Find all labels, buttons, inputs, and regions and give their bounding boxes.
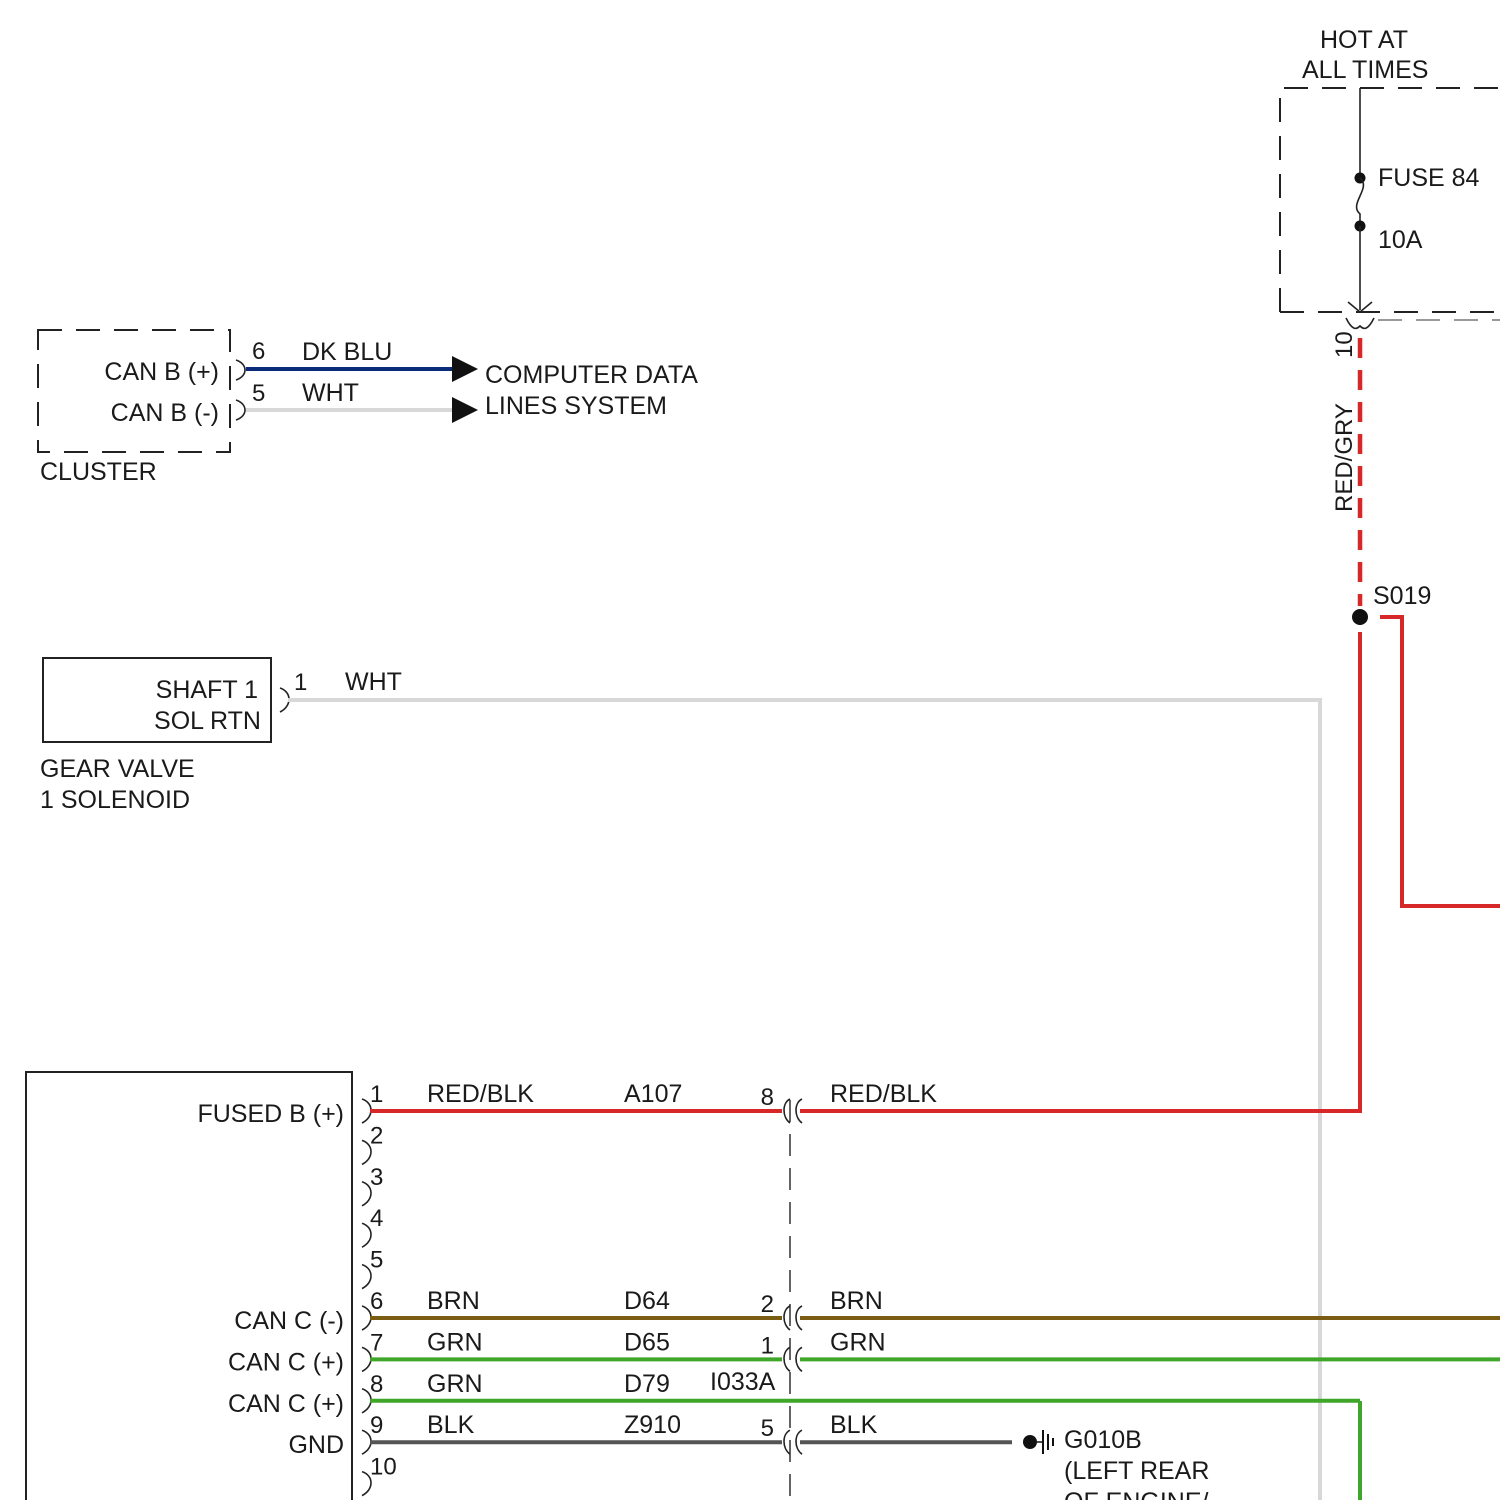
wht-wire-label: WHT — [302, 379, 359, 407]
module-pin-signal: FUSED B (+) — [197, 1100, 344, 1128]
connector-name: I033A — [710, 1368, 776, 1396]
splice-branch-wire — [1380, 617, 1500, 906]
red-gry-wire-label: RED/GRY — [1331, 403, 1358, 512]
connector-pin-10-symbol — [1346, 318, 1374, 328]
connector-pin-number: 5 — [761, 1415, 774, 1442]
module-pin-number: 10 — [370, 1454, 397, 1481]
module-pin-number: 2 — [370, 1122, 383, 1149]
module-wire-label: GRN — [427, 1370, 483, 1398]
hot-label-2: ALL TIMES — [1302, 56, 1428, 84]
ground-name: G010B — [1064, 1426, 1142, 1454]
module-pin-signal: GND — [288, 1431, 344, 1459]
connector-pin-number: 1 — [761, 1332, 774, 1359]
cluster-pin-6-signal: CAN B (+) — [104, 358, 219, 386]
cluster-pin-5-symbol — [236, 400, 245, 420]
connector-pin-number: 8 — [761, 1084, 774, 1111]
arrow-right-icon — [452, 356, 478, 382]
solenoid-line-1: SHAFT 1 — [156, 676, 258, 704]
fuse-block: HOT AT ALL TIMES FUSE 84 10A 10 — [1280, 26, 1500, 358]
dk-blu-wire-label: DK BLU — [302, 338, 392, 366]
module-circuit-label: A107 — [624, 1080, 682, 1108]
cluster-component: CLUSTER CAN B (+) CAN B (-) 6 5 DK BLU W… — [38, 330, 698, 486]
module-pin-number: 6 — [370, 1288, 383, 1315]
module-pin-signal: CAN C (-) — [234, 1307, 344, 1335]
module-circuit-label: D64 — [624, 1287, 670, 1315]
ground-dot-icon — [1023, 1435, 1037, 1449]
solenoid-name-2: 1 SOLENOID — [40, 786, 190, 814]
red-blk-wire-right — [800, 632, 1360, 1111]
solenoid-name-1: GEAR VALVE — [40, 755, 195, 783]
solenoid-pin-symbol — [280, 688, 289, 712]
solenoid-wire-label: WHT — [345, 668, 402, 696]
cluster-name: CLUSTER — [40, 458, 157, 486]
module-pin-signal: CAN C (+) — [228, 1390, 344, 1418]
fuse-rating: 10A — [1378, 226, 1423, 254]
arrow-right-icon — [452, 397, 478, 423]
module-pin-number: 8 — [370, 1371, 383, 1398]
solenoid-pin-number: 1 — [294, 669, 307, 696]
module-wire-label: BRN — [427, 1287, 480, 1315]
module-circuit-label: D65 — [624, 1328, 670, 1356]
ground-g010b: G010B (LEFT REAR OF ENGINE/ — [1023, 1426, 1209, 1500]
module-pin-signal: CAN C (+) — [228, 1348, 344, 1376]
fuse-box-outline — [1280, 88, 1500, 312]
ground-line-3: OF ENGINE/ — [1064, 1488, 1209, 1500]
module-wire-label: BLK — [427, 1411, 475, 1439]
fuse-icon — [1357, 178, 1364, 226]
splice-label: S019 — [1373, 582, 1431, 610]
fuse-pin-number: 10 — [1331, 331, 1358, 358]
splice-s019: S019 — [800, 582, 1500, 1111]
connector-pin-number: 2 — [761, 1291, 774, 1318]
module-wire-label: RED/BLK — [427, 1080, 534, 1108]
module-pin-number: 9 — [370, 1412, 383, 1439]
cluster-pin-6-number: 6 — [252, 338, 265, 365]
destination-line-1: COMPUTER DATA — [485, 361, 698, 389]
module-pin-number: 3 — [370, 1164, 383, 1191]
connector-wire-label: GRN — [830, 1328, 886, 1356]
connector-pin-symbol — [784, 1430, 790, 1454]
connector-wire-label: BLK — [830, 1411, 878, 1439]
fuse-name: FUSE 84 — [1378, 164, 1480, 192]
connector-pin-symbol — [784, 1347, 790, 1371]
connector-wire-label: RED/BLK — [830, 1080, 937, 1108]
module-circuit-label: Z910 — [624, 1411, 681, 1439]
module-pin-number: 5 — [370, 1247, 383, 1274]
destination-line-2: LINES SYSTEM — [485, 392, 667, 420]
solenoid-line-2: SOL RTN — [154, 707, 261, 735]
module-wire-label: GRN — [427, 1328, 483, 1356]
connector-pin-symbol — [784, 1306, 790, 1330]
cluster-pin-6-symbol — [236, 360, 245, 380]
red-gry-wire: RED/GRY — [1331, 338, 1360, 606]
module-pin-number: 1 — [370, 1081, 383, 1108]
module-pin-number: 4 — [370, 1205, 383, 1232]
connector-wire-label: BRN — [830, 1287, 883, 1315]
ground-line-2: (LEFT REAR — [1064, 1457, 1209, 1485]
module-circuit-label: D79 — [624, 1370, 670, 1398]
hot-label-1: HOT AT — [1320, 26, 1408, 54]
splice-dot-icon — [1352, 609, 1368, 625]
cluster-pin-5-number: 5 — [252, 380, 265, 407]
cluster-pin-5-signal: CAN B (-) — [111, 399, 219, 427]
connector-pin-symbol — [784, 1099, 790, 1123]
module-pin-number: 7 — [370, 1329, 383, 1356]
cluster-box — [38, 330, 230, 452]
